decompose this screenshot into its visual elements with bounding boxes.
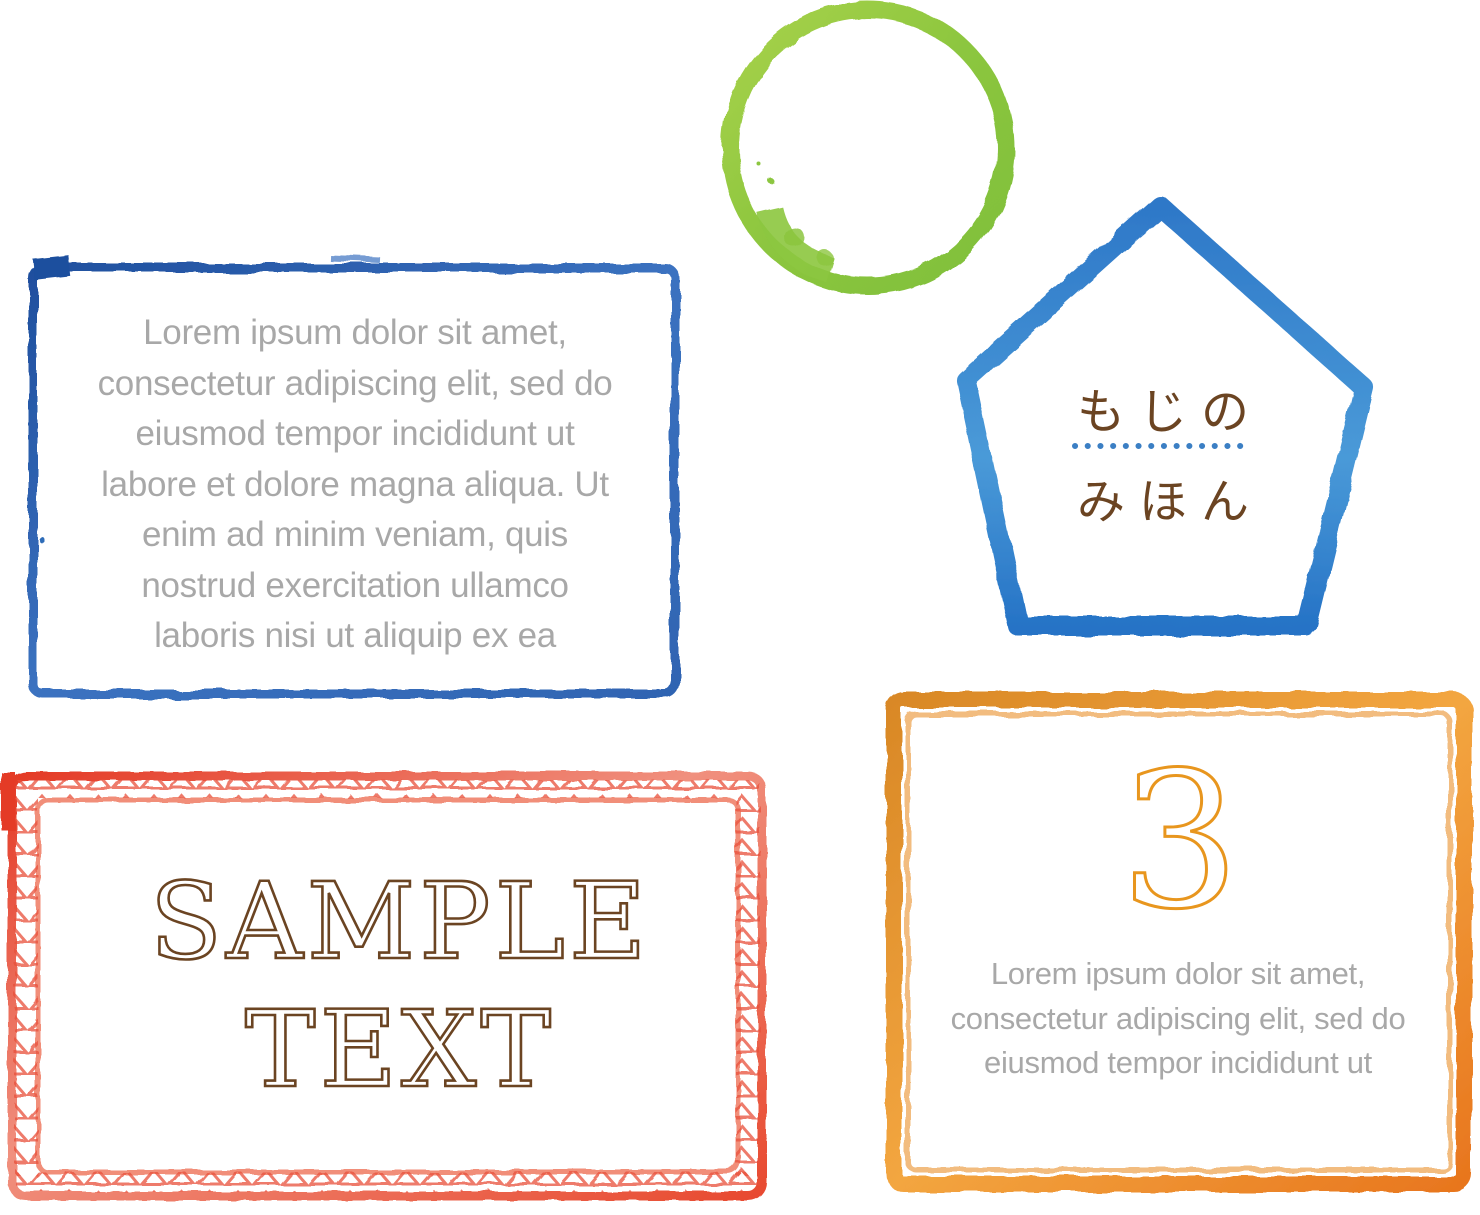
blue-frame-lorem-text: Lorem ipsum dolor sit amet, consectetur … (60, 308, 650, 662)
blue-lorem-line: consectetur adipiscing elit, sed do (97, 363, 613, 403)
pentagon-text-line2: みほん (1076, 474, 1263, 530)
orange-frame-lorem-text: Lorem ipsum dolor sit amet, consectetur … (920, 952, 1436, 1086)
orange-lorem-line: consectetur adipiscing elit, sed do (950, 1000, 1406, 1036)
blue-lorem-line: enim ad minim veniam, quis (142, 515, 568, 554)
blue-pentagon-frame (956, 196, 1374, 636)
sample-text-line2: TEXT (244, 988, 556, 1111)
green-circle (721, 1, 1015, 295)
blue-lorem-line: laboris nisi ut aliquip ex ea (154, 616, 556, 655)
blue-lorem-line: eiusmod tempor incididunt ut (135, 414, 575, 453)
blue-lorem-line: nostrud exercitation ullamco (141, 565, 569, 605)
orange-lorem-line: Lorem ipsum dolor sit amet, (990, 956, 1366, 991)
pentagon-text-line1: もじの (1076, 384, 1263, 440)
sample-text-line1: SAMPLE (148, 860, 651, 983)
orange-lorem-line: eiusmod tempor incididunt ut (984, 1045, 1372, 1080)
blue-lorem-line: Lorem ipsum dolor sit amet, (143, 313, 567, 352)
blue-lorem-line: labore et dolore magna aliqua. Ut (101, 464, 609, 504)
blue-rectangle-frame (28, 255, 680, 699)
orange-rectangle-frame (886, 692, 1472, 1192)
red-rectangle-frame (1, 771, 767, 1201)
orange-frame-number: 3 (1119, 732, 1242, 951)
